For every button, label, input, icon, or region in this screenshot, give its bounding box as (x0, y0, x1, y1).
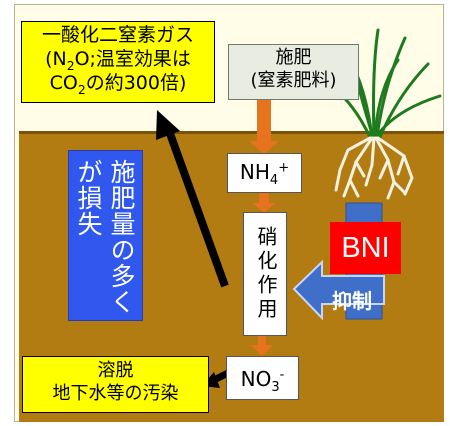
inhibit-arrow (292, 259, 385, 321)
leaching-line-1: 溶脱 (97, 360, 134, 381)
emission-line-3: CO2の約300倍) (49, 71, 187, 97)
fertilizer-loss-text: 施肥量の多くが損失 (74, 159, 136, 315)
emission-arrow (156, 110, 229, 288)
fertilizer-line-1: 施肥 (275, 47, 312, 68)
n2o-emission-label: 一酸化二窒素ガス (N2O;温室効果は CO2の約300倍) (21, 21, 215, 103)
nitrate-label: NO3- (226, 356, 299, 400)
flow-arrow-nh4-to-nitrification (253, 193, 275, 213)
flow-arrow-nitrification-to-no3 (251, 336, 273, 356)
ammonium-label: NH4+ (227, 153, 302, 193)
bni-label: BNI (330, 222, 401, 274)
fertilizer-label: 施肥 (窒素肥料) (228, 44, 359, 100)
leaching-label: 溶脱 地下水等の汚染 (22, 356, 209, 413)
roots-icon (334, 136, 414, 200)
inhibit-label: 抑制 (332, 289, 372, 313)
fertilizer-loss-box: 施肥量の多くが損失 (68, 150, 143, 321)
fertilizer-line-2: (窒素肥料) (250, 69, 337, 91)
nitrification-label: 硝化作用 (243, 212, 287, 336)
leaching-line-2: 地下水等の汚染 (52, 382, 179, 404)
emission-line-1: 一酸化二窒素ガス (41, 24, 194, 46)
emission-line-2: (N2O;温室効果は (45, 47, 191, 73)
flow-arrow-fertilizer-to-nh4 (249, 100, 279, 154)
